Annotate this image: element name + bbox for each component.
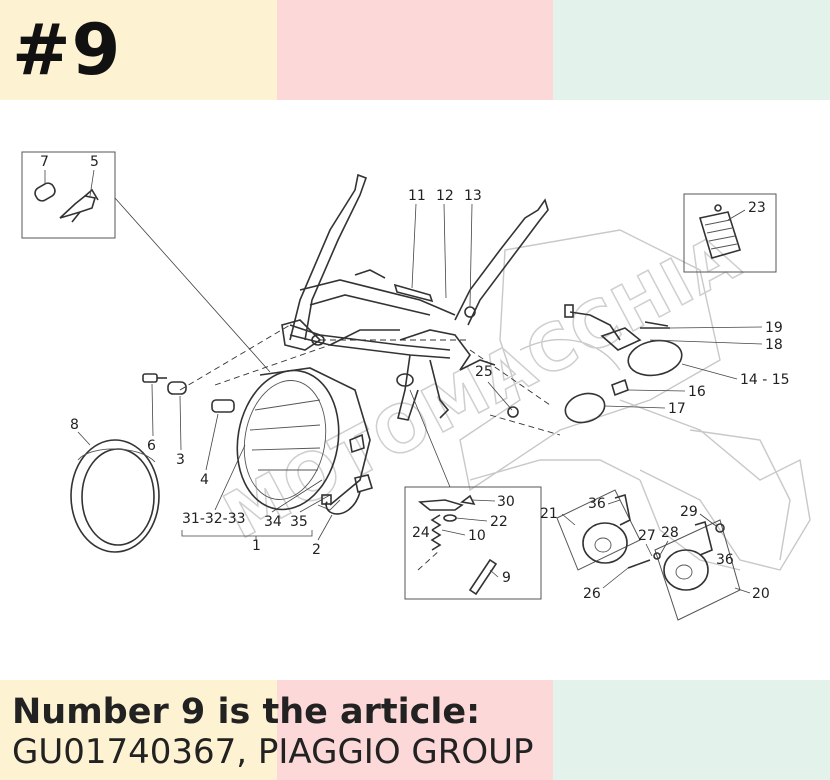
- label-35: 35: [290, 514, 308, 530]
- item-number: #9: [12, 9, 122, 91]
- article-caption-code: GU01740367, PIAGGIO GROUP: [12, 732, 534, 772]
- label-22: 22: [490, 514, 508, 530]
- label-30: 30: [497, 494, 515, 510]
- label-16: 16: [688, 384, 706, 400]
- label-4: 4: [200, 472, 209, 488]
- label-36b: 36: [716, 552, 734, 568]
- side-stand-inset: [404, 486, 542, 600]
- label-18: 18: [765, 337, 783, 353]
- label-20: 20: [752, 586, 770, 602]
- footer-band-pink: [277, 680, 553, 780]
- label-6: 6: [147, 438, 156, 454]
- label-13: 13: [464, 188, 482, 204]
- footer-band-yellow: [0, 680, 277, 780]
- wiring-harness: [321, 474, 374, 515]
- headlight-body: [236, 367, 371, 511]
- footer-color-band: [0, 680, 830, 780]
- label-31-32-33: 31-32-33: [182, 511, 246, 527]
- label-2: 2: [312, 542, 321, 558]
- label-8: 8: [70, 417, 79, 433]
- article-caption-heading: Number 9 is the article:: [12, 692, 481, 732]
- label-12: 12: [436, 188, 454, 204]
- label-34: 34: [264, 514, 282, 530]
- headlight-bracket: [281, 173, 549, 421]
- label-14-15: 14 - 15: [740, 372, 790, 388]
- bulb-inset: [21, 151, 116, 239]
- label-17: 17: [668, 401, 686, 417]
- label-10: 10: [468, 528, 486, 544]
- label-1: 1: [252, 538, 261, 554]
- label-3: 3: [176, 452, 185, 468]
- header-band-yellow: [0, 0, 277, 100]
- label-25: 25: [475, 364, 493, 380]
- label-29: 29: [680, 504, 698, 520]
- header-color-band: [0, 0, 830, 100]
- exploded-parts-diagram: MOTOMACCHIA 7 5 11 12 13: [21, 151, 811, 621]
- label-24: 24: [412, 525, 430, 541]
- label-23: 23: [748, 200, 766, 216]
- label-36a: 36: [588, 496, 606, 512]
- header-band-mint: [553, 0, 830, 100]
- headlight-rim: [70, 439, 160, 553]
- label-19: 19: [765, 320, 783, 336]
- label-9: 9: [502, 570, 511, 586]
- label-26: 26: [583, 586, 601, 602]
- reflector-inset: [683, 193, 777, 273]
- label-27: 27: [638, 528, 656, 544]
- label-28: 28: [661, 525, 679, 541]
- label-11: 11: [408, 188, 426, 204]
- label-21: 21: [540, 506, 558, 522]
- label-5: 5: [90, 154, 99, 170]
- label-7: 7: [40, 154, 49, 170]
- header-band-pink: [277, 0, 553, 100]
- footer-band-mint: [553, 680, 830, 780]
- fasteners-left: [142, 373, 235, 413]
